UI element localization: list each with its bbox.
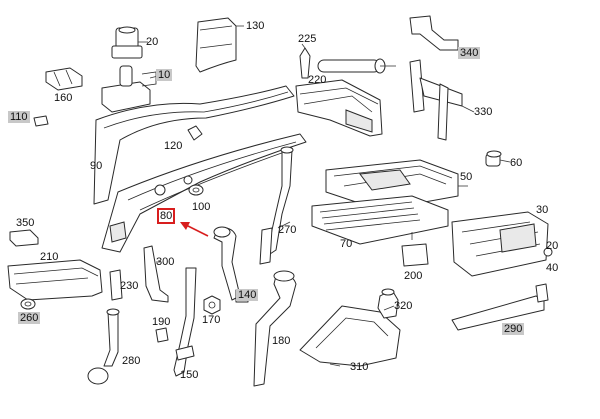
part-170-nut (203, 295, 221, 315)
label-100: 100 (192, 201, 211, 213)
label-160: 160 (54, 92, 73, 104)
label-140: 140 (236, 289, 259, 301)
part-330-frame (409, 59, 463, 141)
part-60-connector (485, 150, 502, 167)
part-50-housing (325, 159, 459, 211)
label-270: 270 (278, 224, 297, 236)
label-290: 290 (502, 323, 525, 335)
part-260-grommet (20, 298, 36, 310)
label-230: 230 (120, 280, 139, 292)
part-130-panel (195, 17, 237, 73)
part-280-hose (87, 308, 120, 385)
label-60: 60 (510, 157, 523, 169)
part-210-duct (7, 259, 103, 301)
part-340-bracket (409, 15, 459, 51)
label-340: 340 (458, 47, 481, 59)
highlight-arrow (180, 222, 209, 237)
part-30-blower (451, 211, 549, 277)
label-350: 350 (16, 217, 35, 229)
part-80-hose (213, 226, 241, 301)
label-280: 280 (122, 355, 141, 367)
label-310: 310 (350, 361, 369, 373)
part-220-housing (295, 79, 383, 137)
label-220: 220 (308, 74, 327, 86)
part-110-clip (33, 115, 49, 127)
label-190: 190 (152, 316, 171, 328)
label-20: 20 (146, 36, 159, 48)
part-20-sensor (111, 26, 143, 59)
label-50: 50 (460, 171, 473, 183)
part-230-plate (109, 269, 123, 301)
label-90: 90 (90, 160, 103, 172)
part-90-duct (93, 85, 295, 205)
label-30: 30 (536, 204, 549, 216)
label-300: 300 (156, 256, 175, 268)
label-120: 120 (164, 140, 183, 152)
part-120-clamp (187, 125, 203, 141)
part-70-filter (311, 195, 449, 245)
label-170: 170 (202, 314, 221, 326)
part-300-bracket (143, 245, 169, 303)
part-180-hose (253, 270, 297, 387)
part-190-bolt (155, 327, 169, 343)
leader-lines (138, 25, 511, 367)
part-160-clip (45, 67, 83, 91)
label-130: 130 (246, 20, 265, 32)
part-cowl-panel (101, 133, 307, 253)
label-225: 225 (298, 33, 317, 45)
label-210: 210 (40, 251, 59, 263)
part-310-cover (299, 305, 401, 367)
label-150: 150 (180, 369, 199, 381)
label-180: 180 (272, 335, 291, 347)
part-270-hose (259, 146, 294, 265)
part-filter-rod (317, 58, 386, 74)
part-10-switch (101, 65, 157, 113)
label-320: 320 (394, 300, 413, 312)
part-290-bracket (451, 283, 549, 331)
label-40: 40 (546, 262, 559, 274)
label-110: 110 (8, 111, 30, 123)
label-80-highlighted: 80 (157, 208, 176, 224)
label-330: 330 (474, 106, 493, 118)
label-200: 200 (404, 270, 423, 282)
label-10: 10 (156, 69, 173, 81)
part-350-bracket (9, 229, 39, 247)
label-20b: 20 (546, 240, 559, 252)
part-150-hose (173, 267, 197, 377)
label-70: 70 (340, 238, 353, 250)
part-320-valve (377, 288, 399, 319)
part-20b-screw (543, 247, 553, 257)
part-200-card (401, 243, 429, 267)
part-100-grommet (188, 184, 204, 196)
part-225-bolt (299, 43, 311, 79)
label-260: 260 (18, 312, 41, 324)
